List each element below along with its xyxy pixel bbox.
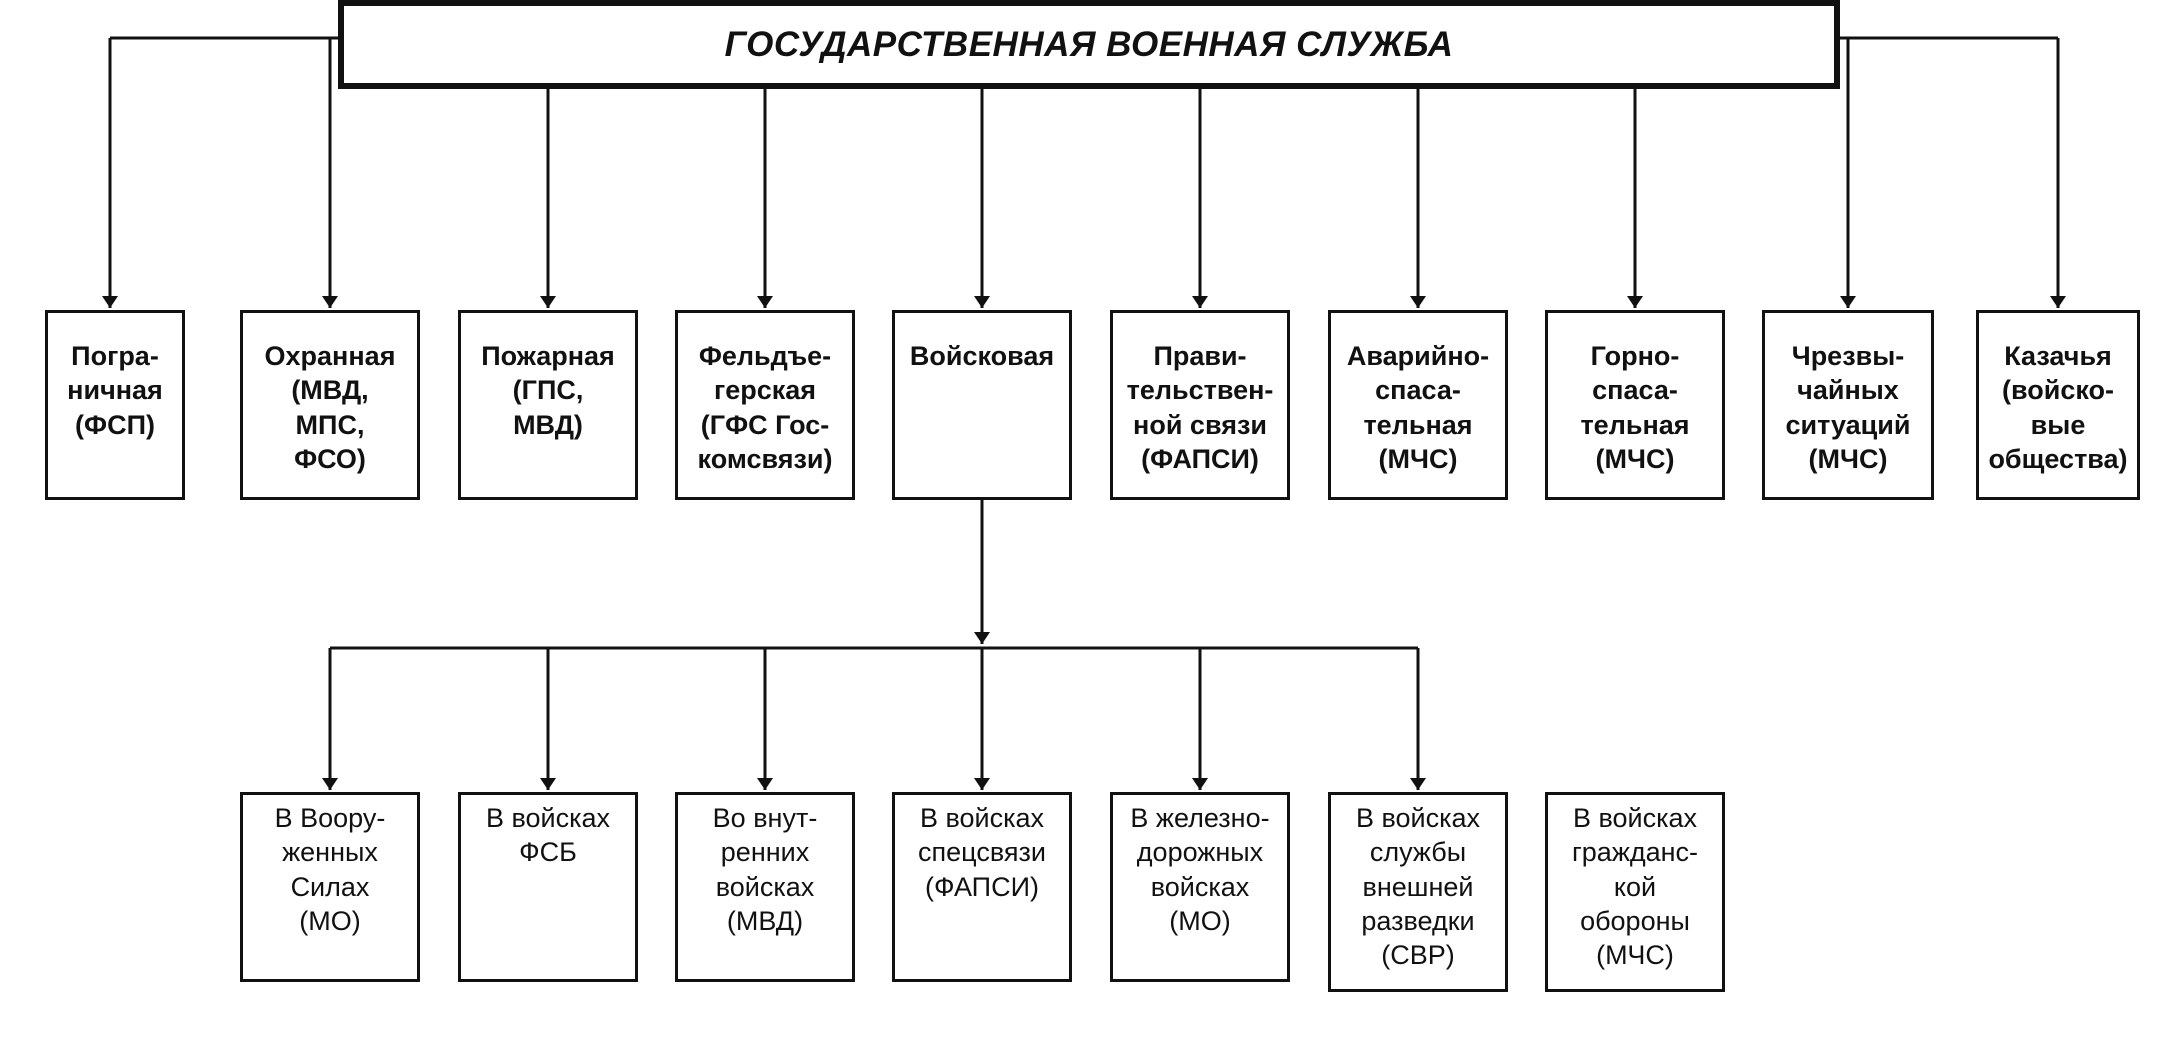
- service-node: Прави- тельствен- ной связи (ФАПСИ): [1110, 310, 1290, 500]
- node-text-line: ничная: [67, 375, 163, 406]
- node-text-line: внешней: [1362, 871, 1474, 902]
- node-text-line: общества): [1988, 443, 2128, 474]
- node-text-line: Чрезвы-: [1791, 341, 1905, 371]
- node-text-line: ФСБ: [519, 837, 577, 868]
- node-text-line: Прави-: [1153, 341, 1247, 371]
- node-text-line: вые: [2030, 409, 2086, 440]
- node-text-line: В Воору-: [274, 803, 386, 833]
- node-text-line: (ГПС,: [512, 375, 584, 406]
- node-text-line: ФСО): [294, 443, 366, 474]
- node-text-line: (ГФС Гос-: [700, 409, 830, 440]
- service-node: Войсковая: [892, 310, 1072, 500]
- node-text-line: женных: [282, 837, 378, 868]
- service-node: Горно- спаса- тельная (МЧС): [1545, 310, 1725, 500]
- service-node: Погра- ничная (ФСП): [45, 310, 185, 500]
- service-node: Чрезвы- чайных ситуаций (МЧС): [1762, 310, 1934, 500]
- node-text-line: (МВД,: [291, 375, 369, 406]
- node-text-line: (ФАПСИ): [925, 871, 1039, 902]
- node-text-line: ситуаций: [1785, 409, 1911, 440]
- node-text-line: спаса-: [1592, 375, 1678, 406]
- node-text-line: МПС,: [295, 409, 365, 440]
- service-node: Фельдъе- герская (ГФС Гос- комсвязи): [675, 310, 855, 500]
- node-text-line: дорожных: [1136, 837, 1264, 868]
- node-text-line: (СВР): [1381, 940, 1455, 971]
- node-text-line: службы: [1369, 837, 1467, 868]
- troop-node: В войсках службы внешней разведки (СВР): [1328, 792, 1508, 992]
- node-text-line: Фельдъе-: [698, 341, 832, 371]
- node-text-line: В железно-: [1130, 803, 1270, 833]
- node-text-line: тельная: [1580, 409, 1690, 440]
- node-text-line: разведки: [1361, 905, 1475, 936]
- node-text-line: (МО): [299, 905, 361, 936]
- node-text-line: (МЧС): [1378, 443, 1458, 474]
- node-text-line: кой: [1613, 871, 1657, 902]
- node-text-line: В войсках: [485, 803, 611, 833]
- node-text-line: обороны: [1580, 905, 1690, 936]
- node-text-line: тельствен-: [1126, 375, 1274, 406]
- node-text-line: войсках: [715, 871, 815, 902]
- node-text-line: Пожарная: [481, 341, 615, 371]
- node-text-line: чайных: [1797, 375, 1899, 406]
- service-node: Казачья (войско- вые общества): [1976, 310, 2140, 500]
- node-text-line: Аварийно-: [1346, 341, 1490, 371]
- troop-node: В войсках ФСБ: [458, 792, 638, 982]
- node-text-line: (войско-: [2002, 375, 2114, 406]
- node-text-line: Горно-: [1590, 341, 1680, 371]
- node-text-line: спаса-: [1375, 375, 1461, 406]
- root-title-text: ГОСУДАРСТВЕННАЯ ВОЕННАЯ СЛУЖБА: [724, 24, 1454, 64]
- node-text-line: (ФАПСИ): [1141, 443, 1259, 474]
- node-text-line: В войсках: [919, 803, 1045, 833]
- service-node: Охранная (МВД, МПС, ФСО): [240, 310, 420, 500]
- node-text-line: Войсковая: [909, 341, 1055, 371]
- node-text-line: ренних: [720, 837, 810, 868]
- node-text-line: войсках: [1150, 871, 1250, 902]
- node-text-line: Охранная: [264, 341, 396, 371]
- node-text-line: Погра-: [71, 341, 159, 371]
- node-text-line: (ФСП): [75, 409, 155, 440]
- troop-node: Во внут- ренних войсках (МВД): [675, 792, 855, 982]
- node-text-line: гражданс-: [1571, 837, 1699, 868]
- root-node-title: ГОСУДАРСТВЕННАЯ ВОЕННАЯ СЛУЖБА: [338, 0, 1840, 89]
- node-text-line: МВД): [513, 409, 583, 440]
- troop-node: В железно- дорожных войсках (МО): [1110, 792, 1290, 982]
- service-node: Аварийно- спаса- тельная (МЧС): [1328, 310, 1508, 500]
- node-text-line: (МВД): [726, 905, 804, 936]
- node-text-line: В войсках: [1572, 803, 1698, 833]
- node-text-line: В войсках: [1355, 803, 1481, 833]
- troop-node: В войсках гражданс- кой обороны (МЧС): [1545, 792, 1725, 992]
- service-node: Пожарная (ГПС, МВД): [458, 310, 638, 500]
- node-text-line: тельная: [1363, 409, 1473, 440]
- troop-node: В войсках спецсвязи (ФАПСИ): [892, 792, 1072, 982]
- node-text-line: (МО): [1169, 905, 1231, 936]
- node-text-line: Казачья: [2004, 341, 2112, 371]
- node-text-line: Силах: [290, 871, 370, 902]
- node-text-line: ной связи: [1133, 409, 1267, 440]
- node-text-line: Во внут-: [712, 803, 818, 833]
- node-text-line: (МЧС): [1596, 940, 1674, 971]
- node-text-line: герская: [713, 375, 817, 406]
- troop-node: В Воору- женных Силах (МО): [240, 792, 420, 982]
- node-text-line: (МЧС): [1595, 443, 1675, 474]
- node-text-line: комсвязи): [697, 443, 833, 474]
- node-text-line: спецсвязи: [918, 837, 1046, 868]
- node-text-line: (МЧС): [1808, 443, 1888, 474]
